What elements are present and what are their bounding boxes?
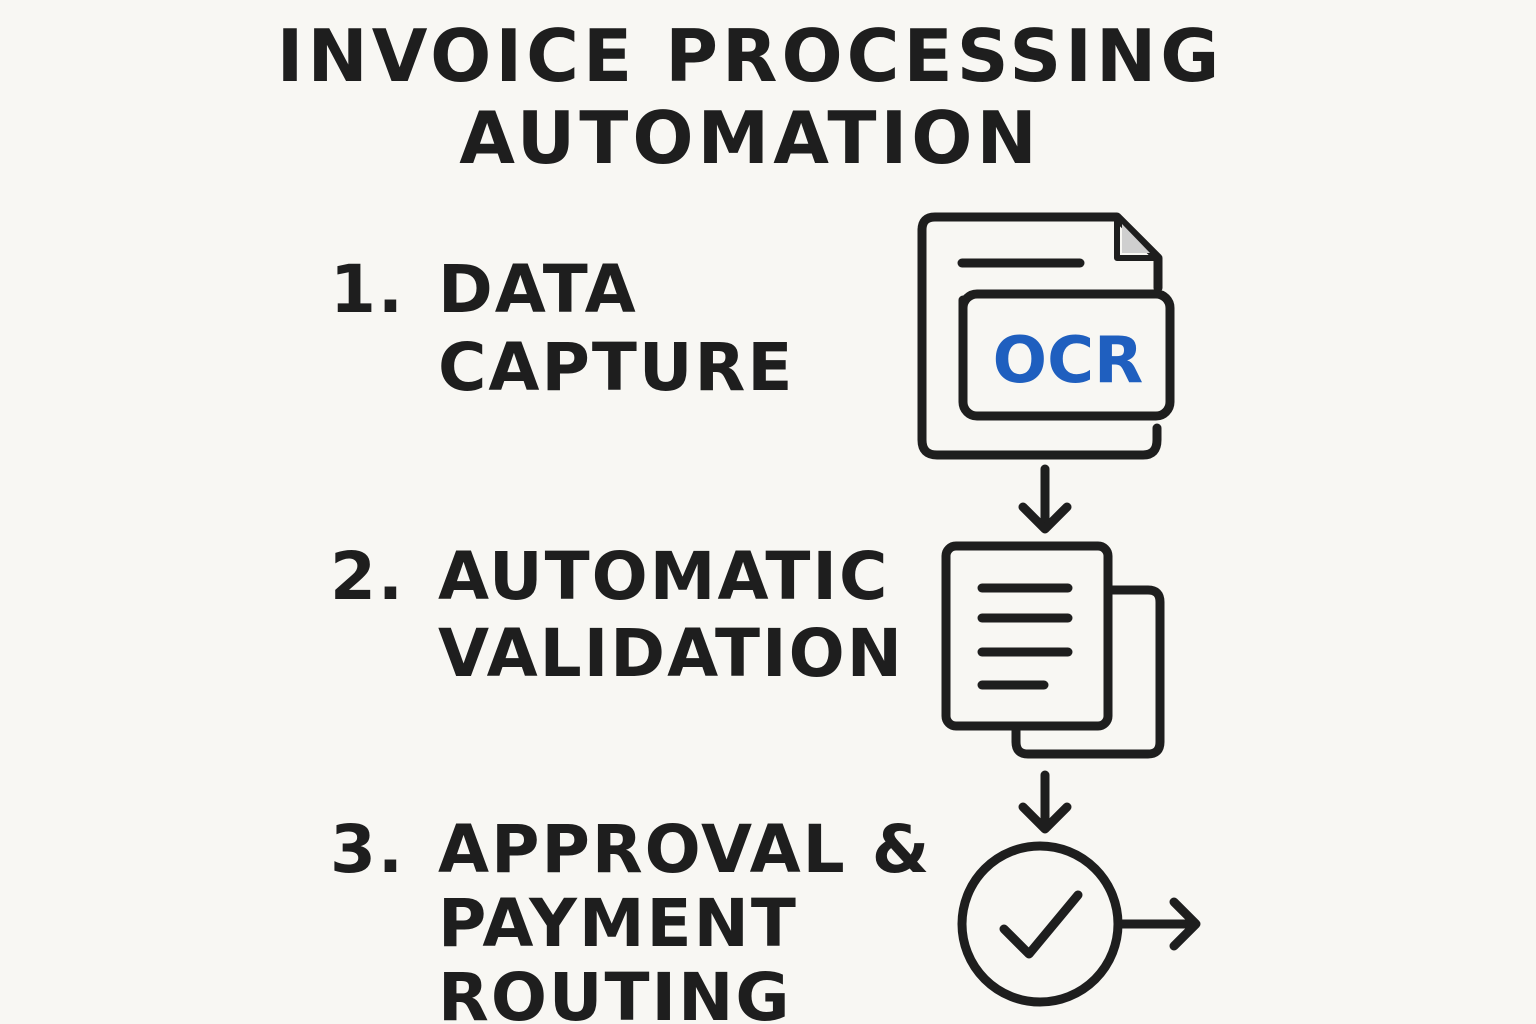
step-3-label-line-2: PAYMENT: [438, 885, 798, 962]
diagram-title-line-2: AUTOMATION: [459, 96, 1041, 180]
checkmark-circle-icon: [957, 841, 1123, 1007]
step-3-label-line-1: APPROVAL &: [438, 811, 932, 888]
step-3-number: 3.: [330, 811, 405, 888]
step-2-number: 2.: [330, 538, 405, 615]
ocr-label: OCR: [993, 324, 1144, 398]
step-1-label-line-1: DATA: [438, 251, 638, 328]
arrow-right-icon: [1116, 897, 1201, 951]
arrow-down-icon: [1018, 464, 1072, 534]
step-2-label-line-2: VALIDATION: [438, 615, 904, 692]
step-1-number: 1.: [330, 251, 405, 328]
document-ocr-icon: [917, 212, 1175, 460]
diagram-title-line-1: INVOICE PROCESSING: [276, 14, 1224, 98]
step-3-label-line-3: ROUTING: [438, 959, 792, 1024]
step-1-label-line-2: CAPTURE: [438, 329, 795, 406]
arrow-down-icon: [1018, 770, 1072, 834]
step-2-label-line-1: AUTOMATIC: [438, 538, 890, 615]
stacked-documents-icon: [941, 541, 1165, 759]
